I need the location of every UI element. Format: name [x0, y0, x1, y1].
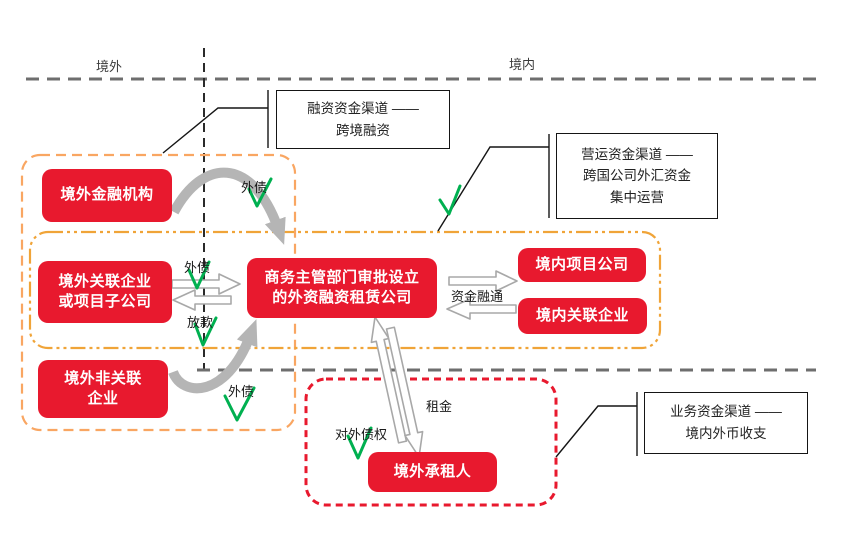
callout-financing-channel: 融资资金渠道 —— 跨境融资 [276, 90, 450, 149]
node-overseas-lessee-label: 境外承租人 [393, 462, 472, 480]
check-external-claims-icon [346, 426, 373, 460]
company-to-affiliate-arrow [172, 289, 232, 311]
flow-label-external-debt-mid: 外债 [184, 260, 211, 275]
check-operating-icon [438, 184, 462, 216]
node-overseas-non-affiliated-enterprise: 境外非关联 企业 [38, 360, 168, 418]
flow-label-external-debt-bottom: 外债 [228, 384, 255, 399]
node-overseas-financial-institution: 境外金融机构 [42, 169, 172, 222]
callout-financing-line1: 融资资金渠道 —— [307, 100, 419, 116]
callout-business-line2: 境内外币收支 [685, 426, 767, 441]
lessee-group-outline [304, 377, 558, 507]
curved-arrows [168, 167, 286, 394]
domestic-to-company-arrow [446, 298, 517, 320]
node-foreign-leasing-company: 商务主管部门审批设立 的外资融资租赁公司 [247, 258, 437, 318]
callout-financing-line2: 跨境融资 [336, 122, 390, 138]
check-external-debt-mid-icon [187, 260, 211, 290]
operating-callout-connector [437, 146, 549, 232]
check-external-debt-top-icon [247, 177, 273, 208]
node-domestic-affiliated-enterprise: 境内关联企业 [518, 298, 647, 334]
flow-label-fund-financing: 资金融通 [451, 289, 504, 304]
flow-label-external-debt-top: 外债 [241, 180, 268, 195]
callout-operating-channel: 营运资金渠道 —— 跨国公司外汇资金 集中运营 [556, 133, 718, 219]
region-label-overseas: 境外 [96, 59, 123, 74]
node-overseas-affiliated-line2: 或项目子公司 [58, 293, 152, 310]
business-callout-connector [555, 405, 637, 458]
callout-operating-line3: 集中运营 [610, 189, 664, 205]
affiliate-to-company-arrow [171, 273, 241, 295]
node-domestic-affiliated-label: 境内关联企业 [535, 306, 629, 324]
company-to-domestic-arrow [448, 270, 518, 292]
callout-business-channel: 业务资金渠道 —— 境内外币收支 [644, 392, 808, 454]
node-overseas-lessee: 境外承租人 [368, 452, 497, 492]
flow-label-rent: 租金 [426, 399, 453, 414]
node-domestic-project-company-label: 境内项目公司 [535, 255, 629, 273]
callout-operating-line1: 营运资金渠道 —— [581, 146, 693, 162]
callout-business-line1: 业务资金渠道 —— [670, 404, 782, 420]
financing-group-outline [28, 230, 662, 350]
check-external-debt-bottom-icon [223, 386, 256, 422]
node-overseas-affiliated-enterprise: 境外关联企业 或项目子公司 [38, 261, 172, 323]
check-lending-icon [193, 316, 218, 347]
check-marks [187, 177, 462, 460]
node-overseas-non-affiliated-line2: 企业 [87, 390, 119, 407]
node-foreign-leasing-company-line1: 商务主管部门审批设立 [264, 268, 420, 286]
region-label-domestic: 境内 [509, 57, 536, 72]
external-debt-top-curved-arrow [169, 167, 286, 245]
flow-label-lending: 放款 [187, 315, 214, 330]
flow-label-external-claims: 对外债权 [335, 427, 388, 442]
node-overseas-financial-institution-label: 境外金融机构 [60, 186, 154, 204]
node-foreign-leasing-company-line2: 的外资融资租赁公司 [272, 289, 412, 306]
node-overseas-affiliated-line1: 境外关联企业 [58, 272, 152, 290]
callout-connectors [162, 90, 638, 458]
hollow-arrows [171, 270, 518, 458]
external-debt-bottom-curved-arrow [168, 319, 258, 394]
node-overseas-non-affiliated-line1: 境外非关联 [64, 369, 142, 387]
lease-down-arrow [385, 326, 424, 458]
financing-callout-connector [162, 107, 268, 154]
boundary-lines [26, 48, 819, 372]
node-domestic-project-company: 境内项目公司 [518, 248, 646, 282]
callout-operating-line2: 跨国公司外汇资金 [583, 168, 691, 184]
